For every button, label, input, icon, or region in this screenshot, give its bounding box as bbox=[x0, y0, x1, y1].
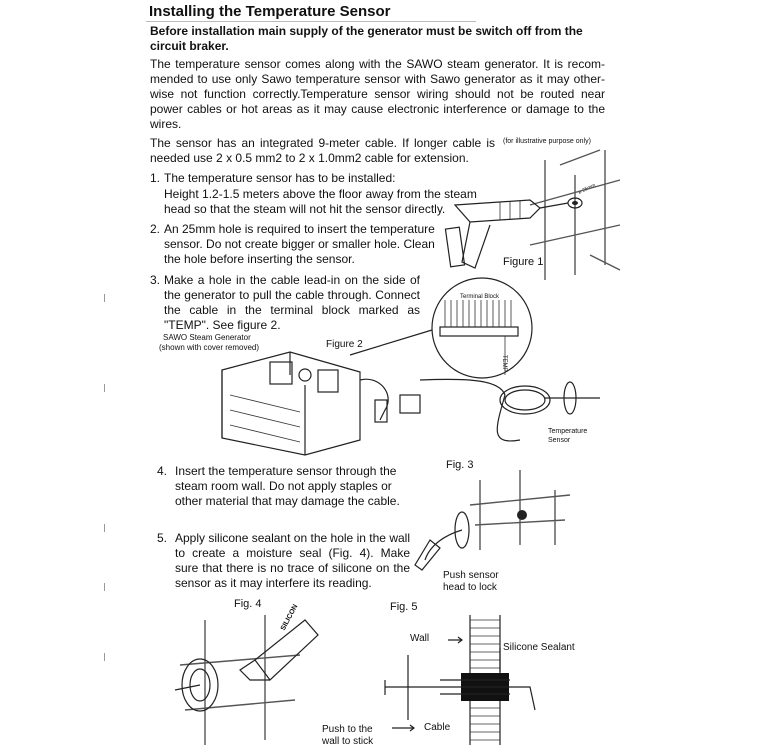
push-to-wall-label: Push to the wall to stick bbox=[322, 724, 374, 747]
figure-1-drawing bbox=[444, 149, 621, 280]
intro-paragraph: The temperature sensor comes along with … bbox=[150, 57, 605, 131]
figure-4-label: Fig. 4 bbox=[234, 598, 262, 610]
warning-text: Before installation main supply of the g… bbox=[150, 24, 583, 53]
step-2-number: 2. bbox=[150, 222, 161, 236]
step-3-number: 3. bbox=[150, 273, 161, 287]
temperature-sensor-label: Temperature Sensor bbox=[548, 428, 588, 444]
terminal-block-drawing bbox=[349, 277, 533, 379]
cable-label: Cable bbox=[424, 722, 451, 733]
terminal-block-label: Terminal Block bbox=[460, 294, 500, 300]
step-4-number: 4. bbox=[157, 464, 168, 478]
margin-tick bbox=[104, 294, 105, 302]
figure-2-label: Figure 2 bbox=[326, 339, 363, 350]
generator-label: SAWO Steam Generator bbox=[163, 333, 251, 342]
step-4-text: Insert the temperature sensor through th… bbox=[175, 464, 400, 508]
step-5-number: 5. bbox=[157, 531, 168, 545]
figure-4-drawing bbox=[174, 615, 319, 745]
silicone-sealant-label: Silicone Sealant bbox=[503, 642, 575, 653]
cable-paragraph: The sensor has an integrated 9-meter cab… bbox=[150, 136, 495, 165]
page-title: Installing the Temperature Sensor bbox=[149, 3, 391, 20]
margin-tick bbox=[104, 384, 105, 392]
figure-2-drawing bbox=[221, 351, 600, 456]
step-1-number: 1. bbox=[150, 171, 161, 185]
figure-3-label: Fig. 3 bbox=[446, 459, 474, 471]
step-5-text: Apply silicone sealant on the hole in th… bbox=[175, 531, 410, 590]
title-underline bbox=[146, 21, 476, 22]
figure-1-label: Figure 1 bbox=[503, 256, 544, 268]
margin-tick bbox=[104, 653, 105, 661]
step-3-text: Make a hole in the cable lead-in on the … bbox=[164, 273, 420, 332]
illustrative-note: (for illustrative purpose only) bbox=[503, 138, 591, 145]
step-2-text: An 25mm hole is required to insert the t… bbox=[164, 222, 435, 266]
wall-label: Wall bbox=[410, 633, 430, 644]
figure-5-label: Fig. 5 bbox=[390, 601, 418, 613]
push-sensor-label: Push sensor head to lock bbox=[443, 570, 499, 593]
step-1-body: Height 1.2-1.5 meters above the floor aw… bbox=[164, 187, 477, 216]
step-1-lead: The temperature sensor has to be install… bbox=[164, 171, 396, 185]
generator-note: (shown with cover removed) bbox=[159, 343, 260, 352]
figure-3-drawing bbox=[414, 470, 571, 571]
margin-tick bbox=[104, 583, 105, 591]
margin-tick bbox=[104, 524, 105, 532]
figure-5-drawing bbox=[384, 615, 536, 745]
